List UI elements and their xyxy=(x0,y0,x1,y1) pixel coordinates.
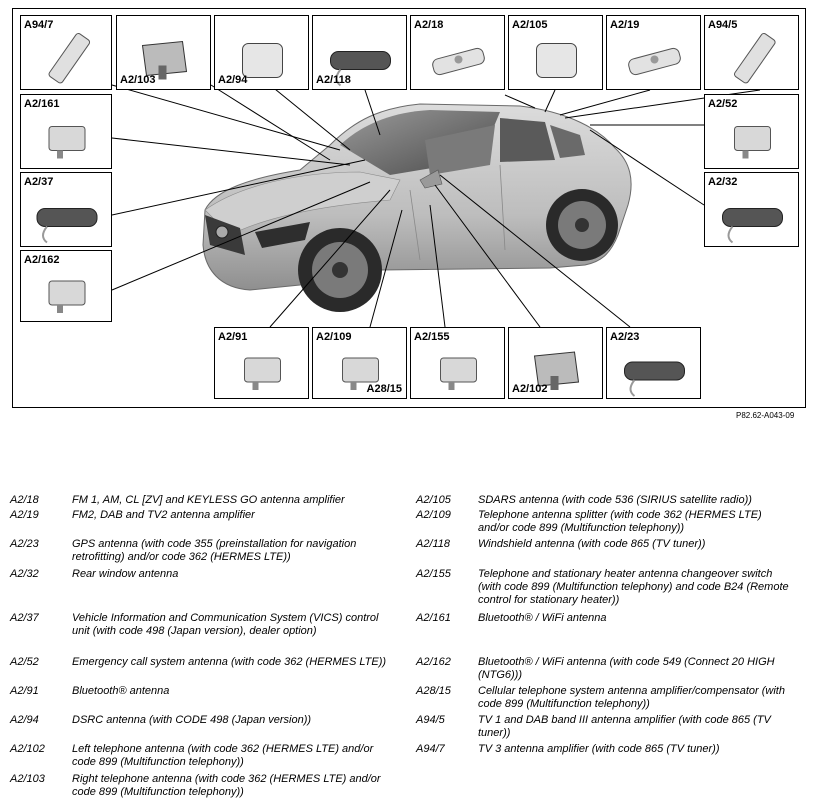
box-a2-105: A2/105 xyxy=(508,15,603,90)
legend-description: Cellular telephone system antenna amplif… xyxy=(478,685,785,710)
legend-code: A2/103 xyxy=(10,773,45,785)
legend-code: A2/91 xyxy=(10,685,39,697)
component-label: A2/18 xyxy=(414,19,444,31)
box-a2-23: A2/23 xyxy=(606,327,701,399)
box-a94-7: A94/7 xyxy=(20,15,112,90)
component-label: A2/161 xyxy=(24,98,60,110)
component-label: A2/105 xyxy=(512,19,548,31)
legend-description: DSRC antenna (with CODE 498 (Japan versi… xyxy=(72,714,312,726)
component-pictogram xyxy=(734,33,776,84)
legend-description: Right telephone antenna (with code 362 (… xyxy=(72,773,381,798)
component-pictogram xyxy=(432,47,485,76)
legend-description: Emergency call system antenna (with code… xyxy=(72,656,387,668)
box-a2-161: A2/161 xyxy=(20,94,112,169)
legend-description: GPS antenna (with code 355 (preinstallat… xyxy=(72,538,357,563)
legend-code: A2/52 xyxy=(10,656,39,668)
component-label: A94/7 xyxy=(24,19,54,31)
component-pictogram xyxy=(36,208,98,244)
component-pictogram xyxy=(48,33,91,84)
legend-description: FM 1, AM, CL [ZV] and KEYLESS GO antenna… xyxy=(72,494,345,506)
legend-description: SDARS antenna (with code 536 (SIRIUS sat… xyxy=(478,494,752,506)
legend-description: Windshield antenna (with code 865 (TV tu… xyxy=(478,538,706,550)
legend-description: Bluetooth® antenna xyxy=(72,685,170,697)
box-a2-18: A2/18 xyxy=(410,15,505,90)
box-a2-118: A2/118 xyxy=(312,15,407,90)
legend-description: Telephone and stationary heater antenna … xyxy=(478,568,789,606)
box-a2-94: A2/94 xyxy=(214,15,309,90)
component-label: A94/5 xyxy=(708,19,738,31)
component-label: A2/109 xyxy=(316,331,352,343)
legend-code: A2/18 xyxy=(10,494,39,506)
component-pictogram xyxy=(242,43,283,78)
component-label: A2/19 xyxy=(610,19,640,31)
component-label: A2/155 xyxy=(414,331,450,343)
component-pictogram xyxy=(536,43,577,78)
component-pictogram xyxy=(440,357,477,390)
legend-code: A2/102 xyxy=(10,743,45,755)
component-label: A2/23 xyxy=(610,331,640,343)
component-label: A2/94 xyxy=(218,74,248,86)
legend-description: Rear window antenna xyxy=(72,568,179,580)
legend-code: A2/19 xyxy=(10,509,39,521)
component-label: A2/91 xyxy=(218,331,248,343)
legend-code: A94/5 xyxy=(416,714,445,726)
figure-id: P82.62-A043-09 xyxy=(736,411,795,420)
component-pictogram xyxy=(624,361,685,397)
component-label: A2/52 xyxy=(708,98,738,110)
component-label-secondary: A28/15 xyxy=(366,383,402,395)
component-label: A2/103 xyxy=(120,74,156,86)
legend-code: A2/118 xyxy=(416,538,451,550)
component-pictogram xyxy=(244,357,281,390)
component-label: A2/102 xyxy=(512,383,548,395)
component-pictogram xyxy=(342,357,379,390)
component-pictogram xyxy=(141,40,188,80)
box-a2-102: A2/102 xyxy=(508,327,603,399)
legend-code: A2/37 xyxy=(10,612,39,624)
component-pictogram xyxy=(48,280,86,313)
legend-code: A2/32 xyxy=(10,568,39,580)
box-a2-91: A2/91 xyxy=(214,327,309,399)
component-pictogram xyxy=(734,126,771,159)
component-pictogram xyxy=(533,351,580,390)
component-label: A2/162 xyxy=(24,254,60,266)
legend-code: A2/105 xyxy=(416,494,451,506)
legend-code: A2/155 xyxy=(416,568,451,580)
legend-code: A2/94 xyxy=(10,714,39,726)
box-a2-52: A2/52 xyxy=(704,94,799,169)
legend-description: TV 3 antenna amplifier (with code 865 (T… xyxy=(478,743,720,755)
legend-code: A2/161 xyxy=(416,612,451,624)
component-pictogram xyxy=(722,208,783,244)
component-pictogram xyxy=(628,47,681,76)
legend-description: Bluetooth® / WiFi antenna (with code 549… xyxy=(478,656,775,681)
legend-description: Bluetooth® / WiFi antenna xyxy=(478,612,607,624)
legend-description: Telephone antenna splitter (with code 36… xyxy=(478,509,762,534)
box-a2-155: A2/155 xyxy=(410,327,505,399)
box-a2-32: A2/32 xyxy=(704,172,799,247)
legend-code: A94/7 xyxy=(416,743,445,755)
component-pictogram xyxy=(330,51,391,87)
legend-description: FM2, DAB and TV2 antenna amplifier xyxy=(72,509,255,521)
legend-description: Left telephone antenna (with code 362 (H… xyxy=(72,743,374,768)
legend-code: A2/162 xyxy=(416,656,451,668)
component-label: A2/32 xyxy=(708,176,738,188)
box-a2-103: A2/103 xyxy=(116,15,211,90)
component-pictogram xyxy=(48,126,86,159)
legend-code: A28/15 xyxy=(416,685,451,697)
box-a2-19: A2/19 xyxy=(606,15,701,90)
legend-code: A2/109 xyxy=(416,509,451,521)
box-a2-37: A2/37 xyxy=(20,172,112,247)
box-a2-162: A2/162 xyxy=(20,250,112,322)
component-label: A2/37 xyxy=(24,176,54,188)
legend-code: A2/23 xyxy=(10,538,39,550)
box-a94-5: A94/5 xyxy=(704,15,799,90)
component-label: A2/118 xyxy=(316,74,351,86)
legend-description: Vehicle Information and Communication Sy… xyxy=(72,612,379,637)
legend-description: TV 1 and DAB band III antenna amplifier … xyxy=(478,714,771,739)
